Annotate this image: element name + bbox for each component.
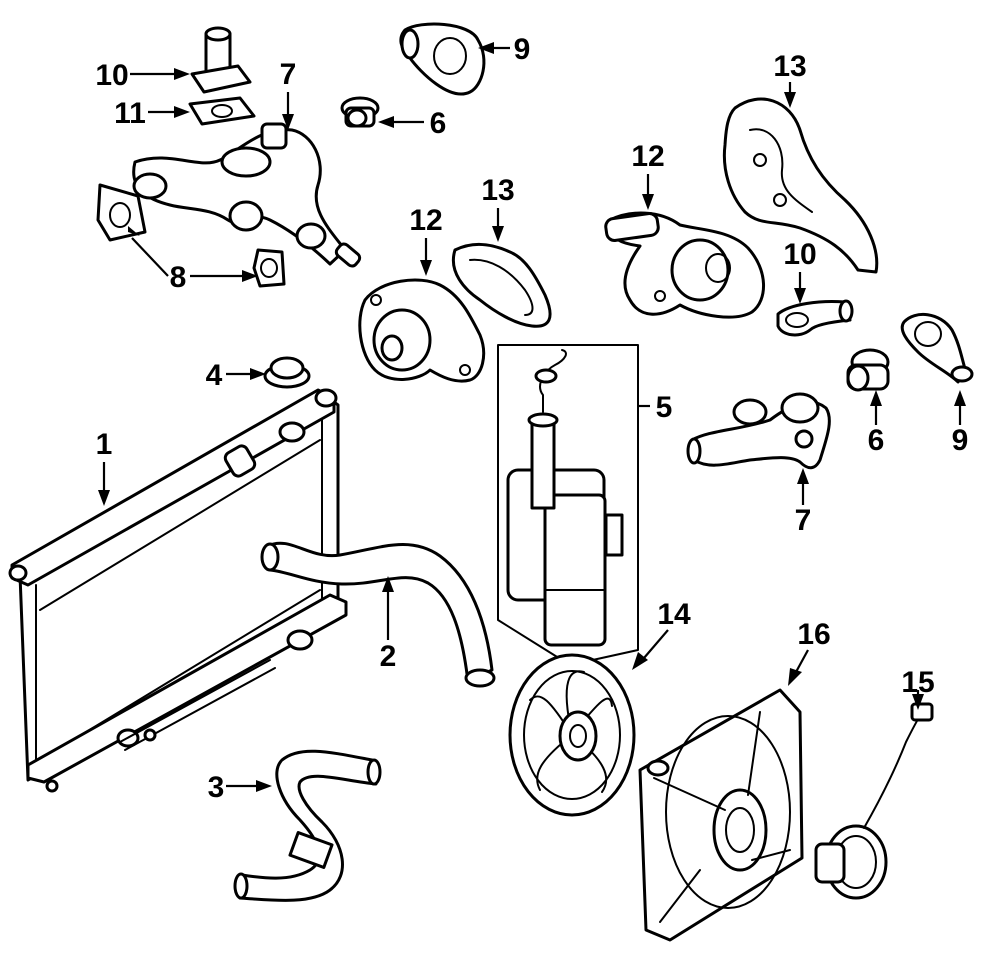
callout-8: 8	[170, 261, 187, 294]
callout-9-right: 9	[952, 424, 969, 457]
arrowhead-3	[256, 780, 272, 792]
thermostat	[340, 96, 380, 128]
arrowhead-7a	[282, 114, 294, 130]
outlet-gasket	[188, 96, 256, 126]
fan-shroud	[638, 688, 804, 942]
lower-radiator-hose	[233, 749, 382, 902]
callout-9-top: 9	[514, 33, 531, 66]
radiator	[8, 388, 348, 793]
callout-7-top: 7	[280, 58, 297, 91]
water-pump-gasket	[452, 242, 552, 328]
water-outlet-manifold	[132, 122, 362, 268]
callout-16: 16	[797, 618, 830, 651]
callout-leaders	[98, 42, 966, 792]
callout-12-left: 12	[409, 204, 442, 237]
water-outlet	[776, 299, 854, 337]
radiator-cap	[263, 356, 311, 389]
water-outlet-manifold	[686, 392, 831, 470]
water-pump-gasket	[722, 97, 879, 274]
callout-10-right: 10	[783, 238, 816, 271]
thermostat-housing	[399, 22, 486, 96]
callout-6-right: 6	[868, 424, 885, 457]
callout-1: 1	[96, 428, 113, 461]
callout-14: 14	[657, 598, 691, 631]
callout-4: 4	[206, 359, 223, 392]
leader-8a	[131, 237, 169, 277]
arrowhead-1	[98, 490, 110, 506]
thermostat-housing	[900, 313, 974, 384]
arrowhead-15	[912, 694, 924, 710]
arrowhead-10a	[174, 68, 190, 80]
callout-12-right: 12	[631, 140, 664, 173]
callout-15: 15	[901, 666, 934, 699]
water-pump	[604, 211, 765, 319]
arrowhead-6a	[378, 116, 394, 128]
arrowhead-8b	[242, 270, 258, 282]
leader-14	[643, 629, 669, 659]
thermostat	[846, 348, 890, 392]
callout-11: 11	[114, 97, 146, 130]
arrowhead-12a	[420, 260, 432, 276]
arrowhead-13b	[784, 92, 796, 108]
arrowhead-11	[174, 106, 190, 118]
coolant-reservoir	[497, 344, 639, 666]
callout-13-right: 13	[773, 50, 806, 83]
arrowhead-9a	[478, 42, 494, 54]
arrowhead-8a	[128, 226, 140, 236]
arrowhead-7b	[797, 468, 809, 484]
callout-3: 3	[208, 771, 225, 804]
arrowhead-14	[632, 652, 648, 670]
arrowhead-9b	[954, 390, 966, 406]
arrowhead-4	[250, 368, 266, 380]
callout-13-left: 13	[481, 174, 514, 207]
arrowhead-10b	[794, 288, 806, 304]
leader-16	[795, 649, 809, 673]
upper-radiator-hose	[260, 541, 496, 688]
water-outlet	[190, 26, 252, 94]
callout-labels: 1 2 3 4 5 6 6 7 7 8 9 9 10 10 11 12 12 1…	[95, 33, 968, 804]
callout-10-top: 10	[95, 59, 128, 92]
arrowhead-13a	[492, 226, 504, 242]
fan-motor	[814, 702, 934, 900]
arrowhead-6b	[870, 390, 882, 406]
gasket	[96, 183, 286, 288]
callout-6-top: 6	[430, 107, 447, 140]
arrowhead-2	[382, 576, 394, 592]
water-pump	[358, 278, 486, 383]
fan-blade	[508, 653, 636, 817]
callout-7-right: 7	[795, 504, 812, 537]
callout-5: 5	[656, 391, 673, 424]
arrowhead-16	[788, 668, 802, 686]
arrowhead-12b	[642, 194, 654, 210]
callout-2: 2	[380, 640, 397, 673]
